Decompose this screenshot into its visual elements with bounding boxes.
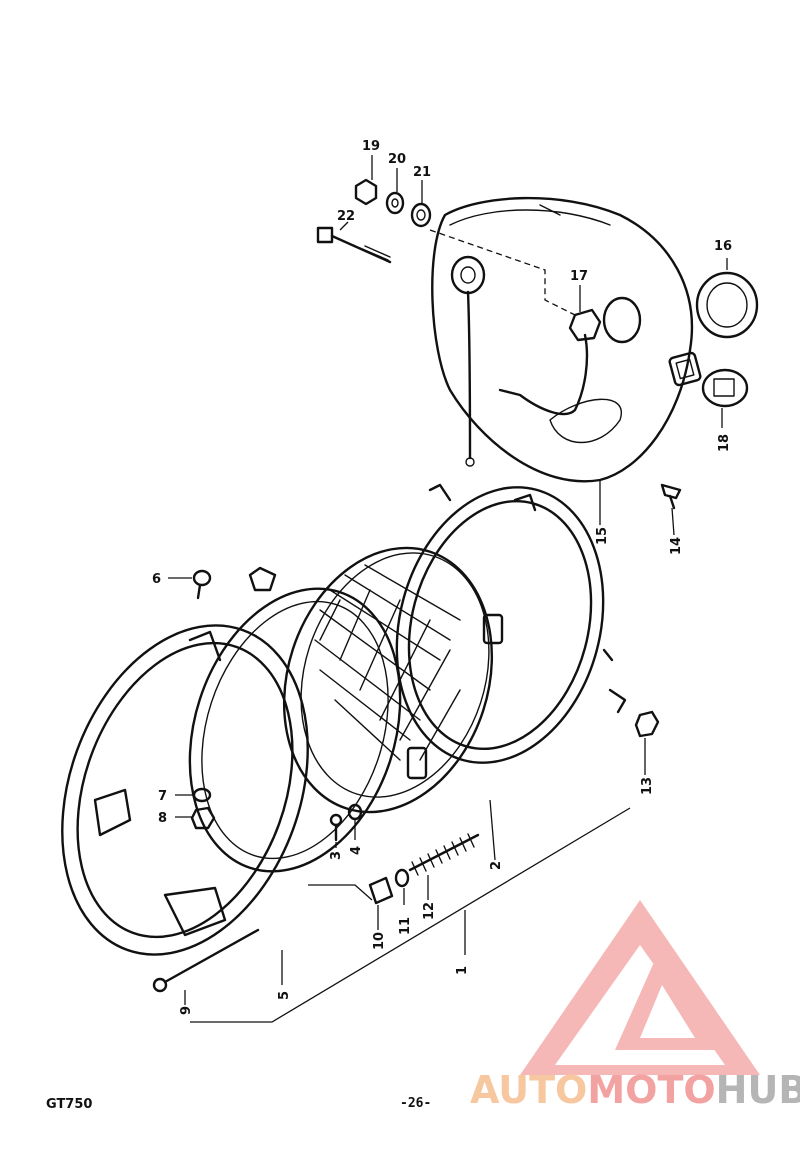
callout-3: 3 bbox=[329, 851, 344, 860]
callout-16: 16 bbox=[714, 239, 732, 254]
washer-20 bbox=[385, 191, 405, 215]
page-number: -26- bbox=[400, 1096, 432, 1111]
screw-6 bbox=[192, 569, 212, 600]
callout-22: 22 bbox=[337, 209, 355, 224]
screw-9 bbox=[152, 928, 260, 993]
callout-19: 19 bbox=[362, 139, 380, 154]
callout-11: 11 bbox=[398, 917, 413, 935]
washer-21 bbox=[410, 202, 432, 228]
washer-11 bbox=[394, 868, 410, 888]
screw-3 bbox=[329, 813, 343, 842]
callout-5: 5 bbox=[277, 991, 292, 1000]
screw-14 bbox=[660, 483, 682, 510]
callout-18: 18 bbox=[717, 434, 732, 452]
callout-12: 12 bbox=[422, 902, 437, 920]
spacer-10 bbox=[368, 876, 394, 905]
inner-rim bbox=[188, 566, 402, 873]
callout-20: 20 bbox=[388, 152, 406, 167]
callout-21: 21 bbox=[413, 165, 431, 180]
callouts: 1 2 3 4 5 6 7 8 9 10 11 12 13 14 15 16 1… bbox=[152, 139, 732, 1015]
headlight-housing bbox=[431, 196, 702, 483]
assembly-bracket bbox=[190, 807, 631, 1023]
watermark-text-moto: MOTO bbox=[587, 1068, 716, 1112]
bolt-22 bbox=[316, 226, 392, 264]
washer-7 bbox=[192, 787, 212, 803]
watermark-logo bbox=[520, 900, 760, 1075]
callout-9: 9 bbox=[179, 1006, 194, 1015]
grommet-18 bbox=[701, 368, 749, 408]
sealed-beam-unit bbox=[282, 546, 494, 814]
callout-17: 17 bbox=[570, 269, 588, 284]
callout-13: 13 bbox=[640, 777, 655, 795]
model-label: GT750 bbox=[46, 1097, 93, 1112]
callout-10: 10 bbox=[372, 932, 387, 950]
nut-13 bbox=[634, 710, 660, 738]
spring-12 bbox=[408, 833, 480, 876]
nut-8 bbox=[190, 806, 216, 830]
callout-2: 2 bbox=[489, 861, 504, 870]
nut-4 bbox=[347, 803, 363, 821]
watermark-text-hub: HUB bbox=[715, 1068, 800, 1112]
callout-7: 7 bbox=[158, 789, 167, 804]
callout-1: 1 bbox=[455, 966, 470, 975]
watermark-text: AUTOMOTOHUB bbox=[470, 1068, 800, 1112]
callout-14: 14 bbox=[669, 537, 684, 555]
leader-lines bbox=[168, 155, 728, 1005]
headlight-rim bbox=[61, 624, 309, 956]
callout-4: 4 bbox=[349, 846, 364, 855]
watermark-text-auto: AUTO bbox=[470, 1068, 588, 1112]
grommet-16 bbox=[695, 271, 759, 339]
callout-8: 8 bbox=[158, 811, 167, 826]
nut-19 bbox=[354, 178, 378, 206]
callout-15: 15 bbox=[595, 527, 610, 545]
callout-6: 6 bbox=[152, 572, 161, 587]
